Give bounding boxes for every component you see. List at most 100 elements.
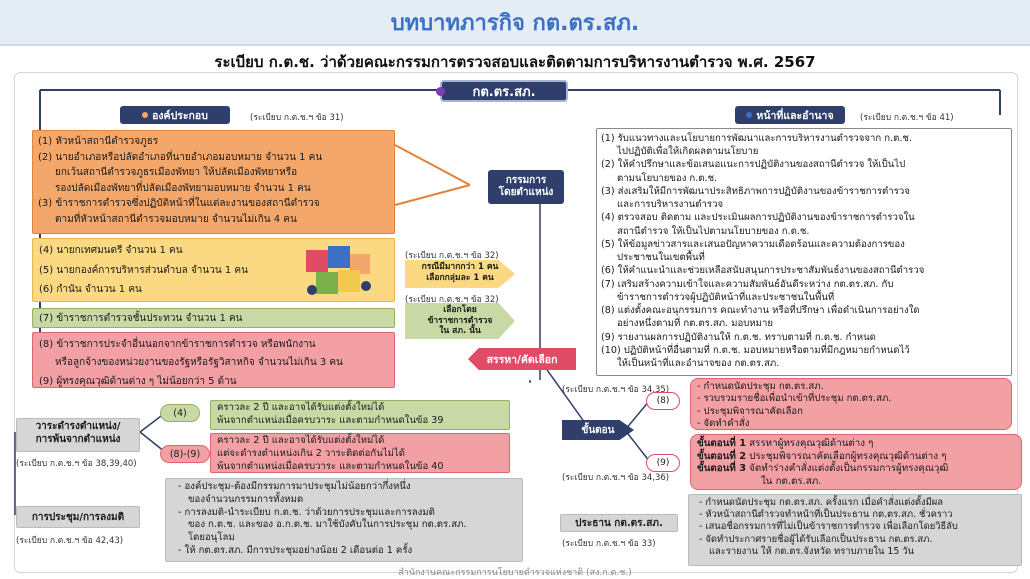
comp-item: ตามที่หัวหน้าสถานีตำรวจมอบหมาย จำนวนไม่เ… [55, 213, 297, 225]
diagram-frame [14, 72, 1018, 573]
step-head: ขั้นตอนที่ 1 [697, 438, 747, 449]
note2-ref: (ระเบียบ ก.ต.ช.ฯ ข้อ 32) [405, 295, 499, 305]
comp-item: (6) กำนัน จำนวน 1 คน [39, 284, 142, 295]
comp-item: (8) ข้าราชการประจำอื่นนอกจากข้าราชการตำร… [39, 339, 316, 350]
comp-item: (4) นายกเทศมนตรี จำนวน 1 คน [39, 245, 183, 256]
meeting-label: การประชุม/การลงมติ [16, 506, 140, 528]
list-item: - กำหนดนัดประชุม กต.ตร.สภ. ครั้งแรก เมื่… [699, 497, 943, 508]
step-line: ใน กต.ตร.สภ. [697, 476, 1015, 489]
term-label: วาระดำรงตำแหน่ง/ การพ้นจากตำแหน่ง [16, 418, 140, 452]
list-item: (7) เสริมสร้างความเข้าใจและความสัมพันธ์อ… [601, 278, 894, 290]
chair-ref: (ระเบียบ ก.ต.ช.ฯ ข้อ 33) [562, 539, 656, 549]
list-item: - เสนอชื่อกรรมการที่ไม่เป็นข้าราชการตำรว… [699, 521, 958, 533]
regulation-title: ระเบียบ ก.ต.ช. ว่าด้วยคณะกรรมการตรวจสอบแ… [214, 53, 816, 71]
comp-item: หรือลูกจ้างของหน่วยงานของรัฐหรือรัฐวิสาห… [55, 356, 343, 368]
list-item: - จัดทำประกาศรายชื่อผู้ได้รับเลือกเป็นปร… [699, 533, 933, 545]
list-item: - การลงมติ-นำระเบียบ ก.ต.ช. ว่าด้วยการปร… [178, 506, 435, 518]
step-text: สรรหาผู้ทรงคุณวุฒิด้านต่าง ๆ [746, 438, 874, 449]
ex-officio-label: กรรมการ โดยตำแหน่ง [488, 170, 564, 204]
duties-ref: (ระเบียบ ก.ต.ช.ฯ ข้อ 41) [860, 113, 954, 123]
list-item: (6) ให้คำแนะนำและช่วยเหลือสนับสนุนการประ… [601, 265, 925, 277]
chair-box: - กำหนดนัดประชุม กต.ตร.สภ. ครั้งแรก เมื่… [688, 494, 1022, 566]
duties-label: หน้าที่และอำนาจ [735, 106, 845, 124]
list-item: (4) ตรวจสอบ ติดตาม และประเมินผลการปฏิบัต… [601, 212, 915, 224]
list-item: - รวบรวมรายชื่อเพื่อนำเข้าที่ประชุม กต.ต… [697, 393, 892, 405]
list-item: ประชาชนในเขตพื้นที่ [617, 252, 705, 264]
composition-label: องค์ประกอบ [120, 106, 230, 124]
title-bar: บทบาทภารกิจ กต.ตร.สภ. [0, 0, 1030, 46]
list-item: - ประชุมพิจารณาคัดเลือก [697, 405, 803, 417]
comp-item: (9) ผู้ทรงคุณวุฒิด้านต่าง ๆ ไม่น้อยกว่า … [39, 376, 237, 387]
steps9-box: ขั้นตอนที่ 1 สรรหาผู้ทรงคุณวุฒิด้านต่าง … [690, 434, 1022, 490]
list-item: และการบริหารงานตำรวจ [617, 199, 724, 211]
list-item: ข้าราชการตำรวจผู้ปฏิบัติหน้าที่และประชาช… [617, 291, 835, 303]
steps-ref9: (ระเบียบ ก.ต.ช.ฯ ข้อ 34,36) [562, 473, 670, 483]
list-item: (5) ให้ข้อมูลข่าวสารและเสนอปัญหาความเดือ… [601, 238, 905, 250]
steps-ref8: (ระเบียบ ก.ต.ช.ฯ ข้อ 34,35) [562, 385, 670, 395]
list-item: - จัดทำคำสั่ง [697, 418, 750, 430]
bullet-icon [746, 112, 753, 118]
steps8-box: - กำหนดนัดประชุม กต.ตร.สภ.- รวบรวมรายชื่… [690, 378, 1012, 430]
steps-label: ขั้นตอน [562, 420, 634, 440]
list-item: พ้นจากตำแหน่งเมื่อครบวาระ และตามกำหนดในข… [217, 414, 444, 426]
list-item: (8) แต่งตั้งคณะอนุกรรมการ คณะทำงาน หรือท… [601, 305, 920, 317]
step-text: จัดทำร่างคำสั่งแต่งตั้งเป็นกรรมการผู้ทรง… [746, 463, 949, 475]
list-item: และรายงาน ให้ กต.ตร.จังหวัด ทราบภายใน 15… [709, 545, 914, 557]
center-node: กต.ตร.สภ. [436, 80, 568, 102]
list-item: คราวละ 2 ปี และอาจได้รับแต่งตั้งใหม่ได้ [217, 402, 385, 413]
composition-ref: (ระเบียบ ก.ต.ช.ฯ ข้อ 31) [250, 113, 344, 123]
list-item: (9) รายงานผลการปฏิบัติงานให้ ก.ต.ช. ทราบ… [601, 331, 876, 343]
page-title: บทบาทภารกิจ กต.ตร.สภ. [390, 10, 640, 36]
term-ref: (ระเบียบ ก.ต.ช.ฯ ข้อ 38,39,40) [16, 459, 137, 469]
term-tag89: (8)-(9) [160, 445, 210, 463]
node-dot-icon [436, 87, 445, 96]
step-line: ขั้นตอนที่ 1 สรรหาผู้ทรงคุณวุฒิด้านต่าง … [697, 438, 1015, 451]
list-item: (10) ปฏิบัติหน้าที่อื่นตามที่ ก.ต.ช. มอบ… [601, 344, 910, 356]
term89-box: คราวละ 2 ปี และอาจได้รับแต่งตั้งใหม่ได้แ… [210, 433, 510, 473]
meeting-box: - องค์ประชุม-ต้องมีกรรมการมาประชุมไม่น้อ… [165, 478, 523, 562]
note2-box: เลือกโดย ข้าราชการตำรวจ ใน สภ. นั้น [405, 303, 515, 339]
composition-group1: (1) หัวหน้าสถานีตำรวจภูธร (2) นายอำเภอหร… [32, 130, 395, 234]
comp-item: (5) นายกองค์การบริหารส่วนตำบล จำนวน 1 คน [39, 264, 248, 276]
list-item: อย่างหนึ่งตามที่ กต.ตร.สภ. มอบหมาย [617, 318, 773, 330]
list-item: ไปปฏิบัติเพื่อให้เกิดผลตามนโยบาย [617, 146, 759, 158]
list-item: สถานีตำรวจ ให้เป็นไปตามนโยบายของ ก.ต.ช. [617, 225, 810, 237]
step-line: ขั้นตอนที่ 3 จัดทำร่างคำสั่งแต่งตั้งเป็น… [697, 463, 1015, 476]
comp-item: (3) ข้าราชการตำรวจซึ่งปฏิบัติหน้าที่ในแต… [38, 198, 320, 209]
list-item: แต่จะดำรงตำแหน่งเกิน 2 วาระติดต่อกันไม่ไ… [217, 447, 405, 459]
chair-label: ประธาน กต.ตร.สภ. [560, 514, 678, 532]
list-item: ของ ก.ต.ช. และของ อ.ก.ต.ช. มาใช้บังคับใน… [188, 519, 467, 531]
list-item: ตามนโยบายของ ก.ต.ช. [617, 172, 718, 184]
comp-item: (2) นายอำเภอหรือปลัดอำเภอที่นายอำเภอมอบห… [38, 151, 323, 163]
list-item: (1) รับแนวทางและนโยบายการพัฒนาและการบริห… [601, 133, 912, 144]
bullet-icon [142, 112, 149, 118]
list-item: ของจำนวนกรรมการทั้งหมด [188, 493, 304, 505]
meeting-ref: (ระเบียบ ก.ต.ช.ฯ ข้อ 42,43) [16, 536, 124, 546]
steps-tag9: (9) [646, 454, 680, 472]
steps-tag8: (8) [646, 392, 680, 410]
footer: สำนักงานคณะกรรมการนโยบายตำรวจแห่งชาติ (ส… [398, 568, 632, 578]
composition-group4: (8) ข้าราชการประจำอื่นนอกจากข้าราชการตำร… [32, 332, 395, 388]
comp-item: ยกเว้นสถานีตำรวจภูธรเมืองพัทยา ให้ปลัดเม… [55, 167, 298, 178]
step-head: ขั้นตอนที่ 2 [697, 450, 747, 462]
list-item: (3) ส่งเสริมให้มีการพัฒนาประสิทธิภาพการป… [601, 185, 910, 197]
recruit-label: สรรหา/คัดเลือก [468, 348, 576, 370]
puzzle-illustration [298, 240, 378, 300]
center-node-label: กต.ตร.สภ. [472, 84, 536, 100]
list-item: - องค์ประชุม-ต้องมีกรรมการมาประชุมไม่น้อ… [178, 481, 411, 492]
note1-box: กรณีมีมากกว่า 1 คน เลือกกลุ่มละ 1 คน [405, 260, 515, 288]
note1-ref: (ระเบียบ ก.ต.ช.ฯ ข้อ 32) [405, 251, 499, 261]
comp-item: (1) หัวหน้าสถานีตำรวจภูธร [38, 136, 159, 147]
duties-box: (1) รับแนวทางและนโยบายการพัฒนาและการบริห… [596, 128, 1012, 376]
comp-item: (7) ข้าราชการตำรวจชั้นประทวน จำนวน 1 คน [39, 313, 243, 324]
list-item: โดยอนุโลม [188, 532, 235, 543]
comp-item: รองปลัดเมืองพัทยาที่ปลัดเมืองพัทยามอบหมา… [55, 182, 311, 194]
composition-group3: (7) ข้าราชการตำรวจชั้นประทวน จำนวน 1 คน [32, 308, 395, 328]
list-item: - ให้ กต.ตร.สภ. มีการประชุมอย่างน้อย 2 เ… [178, 544, 413, 556]
step-line: ขั้นตอนที่ 2 ประชุมพิจารณาคัดเลือกผู้ทรง… [697, 451, 1015, 464]
list-item: คราวละ 2 ปี และอาจได้รับแต่งตั้งใหม่ได้ [217, 435, 385, 446]
step-text: ประชุมพิจารณาคัดเลือกผู้ทรงคุณวุฒิด้านต่… [746, 450, 947, 462]
list-item: (2) ให้คำปรึกษาและข้อเสนอแนะการปฏิบัติงา… [601, 159, 906, 171]
step-text: ใน กต.ตร.สภ. [761, 476, 822, 488]
list-item: ให้เป็นหน้าที่และอำนาจของ กต.ตร.สภ. [617, 357, 780, 369]
